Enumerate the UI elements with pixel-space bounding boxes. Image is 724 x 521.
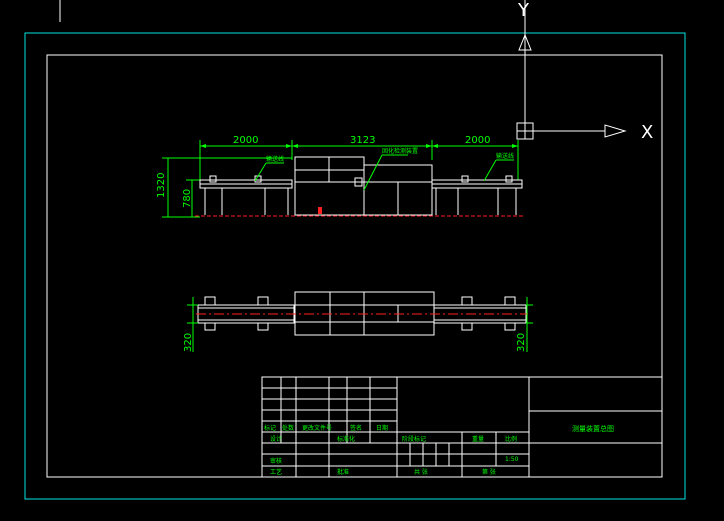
tb-label-change-doc: 更改文件号 <box>302 424 332 432</box>
tb-label-weight: 重量 <box>472 435 484 443</box>
tb-drawing-name: 测量装置总图 <box>572 424 614 433</box>
drawing-frame <box>46 54 663 478</box>
tb-scale-value: 1:50 <box>505 456 519 463</box>
tb-label-signature: 签名 <box>350 424 362 432</box>
dim-right-depth: 320 <box>516 333 527 352</box>
tb-label-approve: 批准 <box>337 468 349 476</box>
dim-right-length: 2000 <box>465 135 490 146</box>
sheet-outer-border <box>24 32 686 500</box>
tb-sheets-total: 共 张 <box>414 468 428 476</box>
front-elevation-view: 2000 3123 2000 1320 780 <box>156 135 524 218</box>
dim-table-height: 780 <box>182 189 193 208</box>
tb-label-designer: 设计 <box>270 435 282 443</box>
tb-label-date: 日期 <box>376 424 388 432</box>
dim-total-height: 1320 <box>156 173 167 198</box>
label-right-conveyor: 输送线 <box>496 152 514 160</box>
tb-label-process: 工艺 <box>270 468 282 476</box>
tb-label-count: 处数 <box>282 424 294 432</box>
tb-label-standardization: 标准化 <box>337 435 355 443</box>
dim-left-depth: 320 <box>183 333 194 352</box>
ucs-axis-icon: X Y <box>516 0 653 143</box>
tb-label-stage-mark: 阶段标记 <box>402 435 426 443</box>
dim-middle-length: 3123 <box>350 135 375 146</box>
dim-left-length: 2000 <box>233 135 258 146</box>
axis-x-label: X <box>641 122 653 143</box>
plan-view: 320 320 <box>183 291 533 352</box>
tb-label-review: 审核 <box>270 457 282 465</box>
label-middle-unit: 固化检测装置 <box>382 147 418 155</box>
label-left-conveyor: 输送线 <box>266 155 284 163</box>
title-block: 标记 处数 更改文件号 签名 日期 设计 标准化 阶段标记 重量 比例 1:50… <box>261 376 663 478</box>
axis-y-label: Y <box>517 0 530 21</box>
tb-label-ratio: 比例 <box>505 435 517 443</box>
tb-label-mark: 标记 <box>264 424 276 432</box>
tb-sheet-number: 第 张 <box>482 468 496 476</box>
